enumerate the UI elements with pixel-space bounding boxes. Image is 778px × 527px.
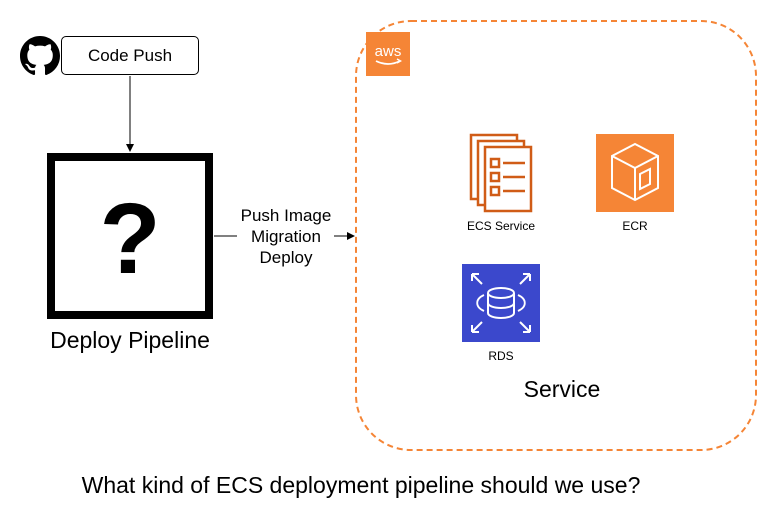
- code-push-label: Code Push: [87, 45, 173, 65]
- rds-label: RDS: [488, 349, 514, 363]
- deploy-pipeline-label: Deploy Pipeline: [50, 327, 210, 353]
- code-push-node[interactable]: Code Push: [61, 36, 199, 75]
- edge-label: Push Image Migration Deploy: [226, 205, 346, 268]
- edge-label-line-3: Deploy: [259, 248, 313, 267]
- question-mark-glyph: ?: [99, 183, 160, 295]
- aws-group-border: [355, 20, 757, 451]
- aws-group-title: Service: [523, 376, 601, 402]
- diagram-caption: What kind of ECS deployment pipeline sho…: [81, 472, 641, 498]
- question-mark-icon: ?: [99, 183, 160, 295]
- ecr-label: ECR: [622, 219, 648, 233]
- ecs-service-icon[interactable]: [469, 133, 535, 213]
- ecr-icon[interactable]: [596, 134, 674, 212]
- edge-label-line-1: Push Image: [240, 206, 332, 225]
- ecs-service-label: ECS Service: [466, 219, 536, 233]
- aws-logo-icon: aws: [366, 32, 410, 76]
- github-icon: [20, 36, 60, 76]
- aws-logo-text: aws: [375, 43, 402, 60]
- deploy-pipeline-node[interactable]: ?: [47, 153, 213, 319]
- edge-label-line-2: Migration: [251, 227, 321, 246]
- rds-icon[interactable]: [462, 264, 540, 342]
